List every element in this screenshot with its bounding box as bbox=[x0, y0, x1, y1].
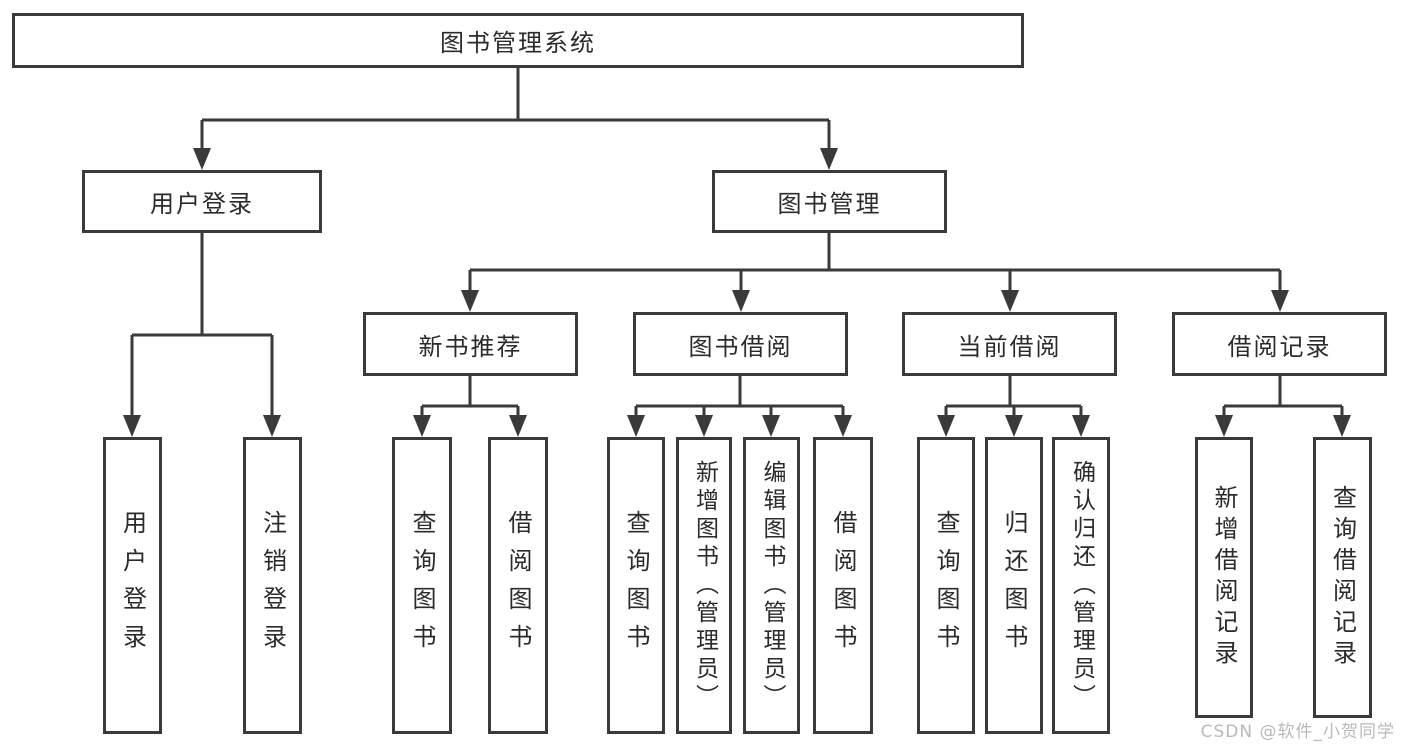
leaf-query-books-borrow: 查询图书 bbox=[607, 437, 665, 734]
node-label: 借阅记录 bbox=[1227, 332, 1332, 361]
arrowhead-icons bbox=[123, 148, 1351, 437]
node-label: 新增图书（管理员） bbox=[691, 459, 718, 712]
leaf-return-books: 归还图书 bbox=[985, 437, 1043, 734]
leaf-add-borrow-record: 新增借阅记录 bbox=[1195, 437, 1253, 718]
csdn-watermark: CSDN @软件_小贺同学 bbox=[1200, 722, 1395, 742]
node-label: 查询图书 bbox=[932, 509, 960, 662]
node-label: 借阅图书 bbox=[829, 509, 857, 662]
leaf-query-borrow-record: 查询借阅记录 bbox=[1313, 437, 1372, 718]
leaf-confirm-return-admin: 确认归还（管理员） bbox=[1052, 437, 1110, 734]
node-label: 查询借阅记录 bbox=[1328, 484, 1357, 671]
leaf-logout: 注销登录 bbox=[243, 437, 302, 734]
node-label: 图书管理系统 bbox=[440, 29, 596, 57]
leaf-add-books-admin: 新增图书（管理员） bbox=[676, 437, 732, 734]
node-new-book-recommend: 新书推荐 bbox=[363, 312, 578, 376]
node-label: 查询图书 bbox=[408, 509, 436, 662]
node-label: 当前借阅 bbox=[957, 332, 1062, 361]
node-label: 新增借阅记录 bbox=[1210, 484, 1238, 671]
node-current-borrowing: 当前借阅 bbox=[902, 312, 1117, 376]
node-label: 归还图书 bbox=[1000, 509, 1028, 662]
leaf-user-login: 用户登录 bbox=[103, 437, 162, 734]
node-label: 图书借阅 bbox=[688, 332, 793, 361]
node-label: 图书管理 bbox=[777, 190, 882, 218]
node-book-borrowing: 图书借阅 bbox=[633, 312, 848, 376]
node-book-management: 图书管理 bbox=[712, 170, 947, 233]
leaf-query-books-current: 查询图书 bbox=[917, 437, 975, 734]
node-label: 用户登录 bbox=[150, 190, 254, 218]
node-library-management-system: 图书管理系统 bbox=[12, 13, 1024, 68]
leaf-query-books-recommend: 查询图书 bbox=[392, 437, 452, 734]
leaf-borrow-books: 借阅图书 bbox=[813, 437, 873, 734]
node-label: 注销登录 bbox=[258, 509, 287, 662]
node-label: 编辑图书（管理员） bbox=[759, 459, 785, 712]
node-label: 确认归还（管理员） bbox=[1068, 459, 1095, 712]
node-label: 新书推荐 bbox=[418, 332, 523, 361]
node-label: 用户登录 bbox=[118, 509, 147, 662]
leaf-edit-books-admin: 编辑图书（管理员） bbox=[743, 437, 800, 734]
node-user-login-branch: 用户登录 bbox=[82, 170, 322, 233]
node-label: 查询图书 bbox=[622, 509, 650, 662]
node-label: 借阅图书 bbox=[504, 509, 532, 662]
leaf-borrow-books-recommend: 借阅图书 bbox=[488, 437, 548, 734]
node-borrowing-records: 借阅记录 bbox=[1172, 312, 1387, 376]
